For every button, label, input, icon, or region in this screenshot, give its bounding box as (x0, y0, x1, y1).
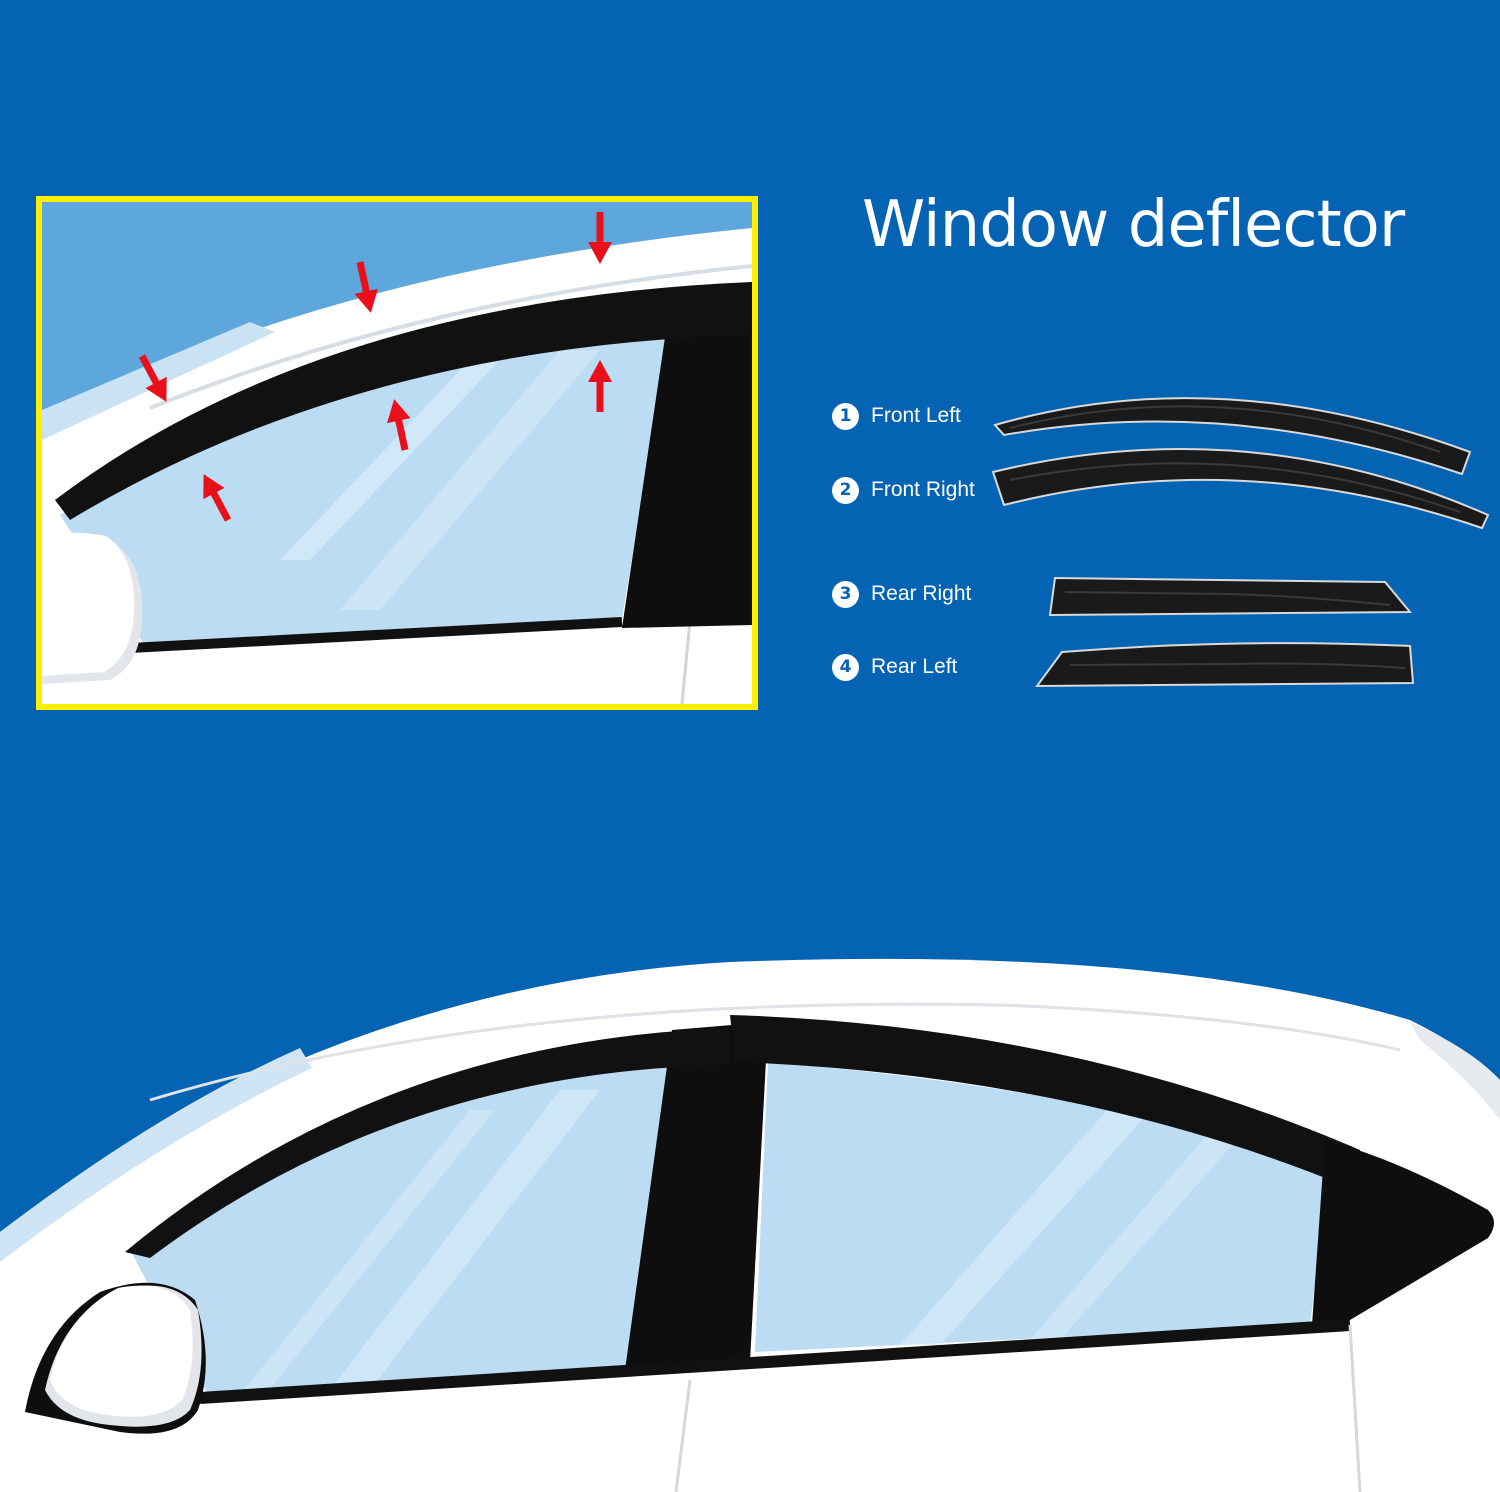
car-b-pillar (625, 1022, 768, 1370)
inset-glass-reflection (340, 350, 600, 610)
side-mirror-icon (42, 532, 143, 684)
number-badge: 2 (832, 476, 859, 504)
legend-label: Front Right (871, 478, 975, 501)
number-badge: 3 (832, 580, 859, 608)
deflector-piece-front-right (991, 448, 1490, 530)
side-mirror-icon (25, 1282, 206, 1434)
car-glass-reflection (240, 1110, 495, 1395)
red-arrow-icon (138, 354, 167, 402)
red-arrow-icon (354, 261, 378, 313)
legend-label: Rear Right (871, 582, 972, 605)
legend-label: Front Left (871, 404, 961, 427)
red-arrow-icon (588, 360, 612, 412)
number-badge: 4 (832, 653, 859, 681)
car-door-line (1348, 1324, 1362, 1492)
inset-roof-trim (149, 264, 752, 410)
car-quarter-window (1312, 1140, 1494, 1325)
inset-glass-reflection (280, 360, 500, 560)
deflector-piece-rear-left (1035, 642, 1415, 688)
car-window-bottom-trim (199, 1319, 1351, 1404)
number-badge: 1 (832, 402, 859, 430)
car-rear-shading (1410, 1022, 1500, 1120)
legend-item-rear-left: 4 Rear Left (832, 652, 957, 682)
legend-item-rear-right: 3 Rear Right (832, 579, 971, 609)
car-glass-reflection (330, 1090, 600, 1390)
car-roof-trim (149, 1002, 1401, 1102)
inset-window-bottom-trim (129, 617, 623, 653)
legend-item-front-right: 2 Front Right (832, 475, 975, 505)
legend-label: Rear Left (871, 655, 958, 678)
car-door-line (674, 1379, 692, 1492)
deflector-piece-front-left (993, 397, 1472, 476)
red-arrow-icon (588, 212, 612, 264)
car-glass-reflection (1030, 1120, 1250, 1340)
red-arrow-icon (387, 399, 411, 451)
red-arrow-icon (203, 474, 232, 522)
deflector-piece-rear-right (1048, 576, 1413, 617)
inset-window-deflector (55, 282, 752, 520)
inset-b-pillar (622, 282, 752, 628)
legend-item-front-left: 1 Front Left (832, 401, 961, 431)
page-title: Window deflector (862, 188, 1405, 262)
car-glass-reflection (900, 1095, 1160, 1345)
car-front-deflector (125, 1028, 730, 1258)
car-rear-deflector (730, 1015, 1360, 1190)
car-windshield (0, 1048, 312, 1262)
installation-detail-inset (36, 196, 758, 710)
car-side-view (0, 958, 1500, 1492)
